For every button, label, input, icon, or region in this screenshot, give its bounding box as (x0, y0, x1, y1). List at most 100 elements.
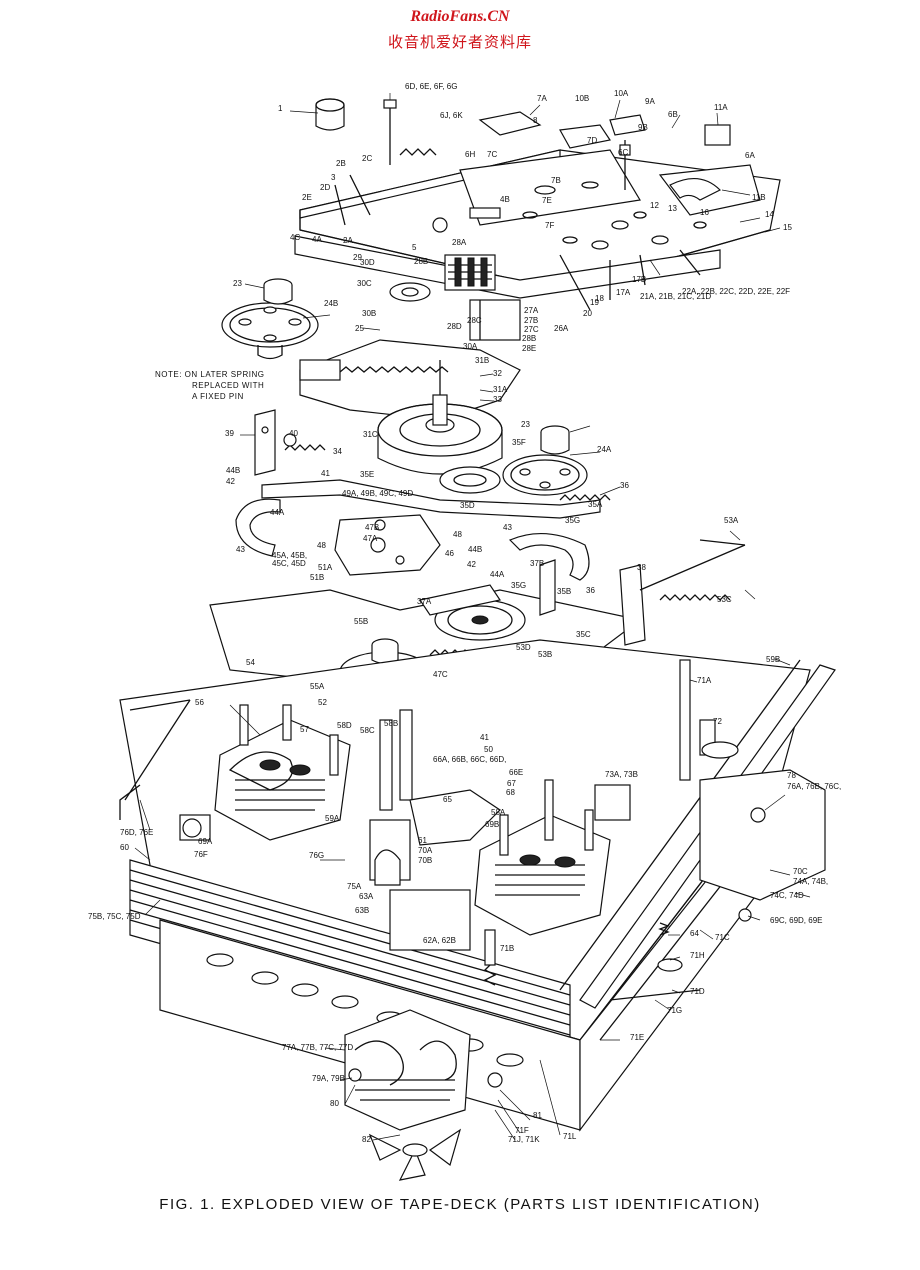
part-label: 82 (362, 1135, 371, 1144)
part-label: 5 (412, 243, 417, 252)
part-label: 48 (453, 530, 462, 539)
part-label: 2D (320, 183, 330, 192)
site-watermark: RadioFans.CN (410, 8, 510, 25)
part-label: 76F (194, 850, 208, 859)
note-line-1: NOTE: ON LATER SPRING (155, 370, 264, 379)
part-label: 21A, 21B, 21C, 21D (640, 292, 711, 301)
part-label: 43 (503, 523, 512, 532)
part-label: 53C (717, 595, 732, 604)
part-label: 26A (554, 324, 569, 333)
part-label: 12 (650, 201, 659, 210)
site-subtitle: 收音机爱好者资料库 (387, 34, 532, 51)
knob-1 (315, 98, 345, 131)
part-label: 35E (360, 470, 374, 479)
part-label: 38 (637, 563, 646, 572)
part-label: 41 (321, 469, 330, 478)
part-label: 44A (270, 508, 285, 517)
part-label: 24B (324, 299, 338, 308)
part-label: 47A (363, 534, 378, 543)
part-label: 31B (475, 356, 489, 365)
part-label: 71E (630, 1033, 644, 1042)
part-label: 42 (467, 560, 476, 569)
part-label: 58D (337, 721, 352, 730)
upper-small-parts (334, 99, 731, 233)
part-label: 4B (500, 195, 510, 204)
part-label: 71C (715, 933, 730, 942)
part-label: 10B (575, 94, 589, 103)
part-label: 49A, 49B, 49C, 49D (342, 489, 413, 498)
part-label: 74A, 74B, (793, 877, 828, 886)
linkage-plates (261, 479, 611, 576)
part-label: 59B (766, 655, 780, 664)
part-label: 11A (714, 103, 728, 112)
part-label: 7F (545, 221, 554, 230)
part-label: 35C (576, 630, 591, 639)
part-label: 66E (509, 768, 523, 777)
part-label: 55B (354, 617, 368, 626)
part-label: 71D (690, 987, 705, 996)
head-assembly (389, 254, 521, 341)
part-label: 72 (713, 717, 722, 726)
part-label: 28A (452, 238, 467, 247)
part-label: 74C, 74D (770, 891, 804, 900)
part-label: 37B (530, 559, 544, 568)
part-label: 7D (587, 136, 597, 145)
part-label: 35G (511, 581, 526, 590)
part-label: 31C (363, 430, 378, 439)
part-label: 30B (362, 309, 376, 318)
part-label: 14 (765, 210, 774, 219)
part-label: 54 (246, 658, 255, 667)
part-label: 30D (360, 258, 375, 267)
bracket-39 (254, 409, 326, 476)
part-label: 75A (347, 882, 362, 891)
part-label: 28D (447, 322, 462, 331)
centre-mechanism (369, 659, 739, 986)
part-label: 35D (460, 501, 475, 510)
part-label: 33 (493, 395, 502, 404)
part-label: 7E (542, 196, 552, 205)
part-label: 39 (225, 429, 234, 438)
part-label: 70C (793, 867, 808, 876)
part-label: 69C, 69D, 69E (770, 916, 822, 925)
part-label: 35A (588, 500, 603, 509)
part-label: 27A (524, 306, 539, 315)
part-label: 71J, 71K (508, 1135, 540, 1144)
part-label: 45C, 45D (272, 559, 306, 568)
part-label: 78 (787, 771, 796, 780)
part-label: 6D, 6E, 6F, 6G (405, 82, 457, 91)
left-clamp (119, 784, 211, 841)
part-label: 27B (524, 316, 538, 325)
part-label: 13 (668, 204, 677, 213)
part-label: 79A, 79B (312, 1074, 345, 1083)
part-label: 6H (465, 150, 475, 159)
part-label: 28E (522, 344, 536, 353)
part-label: 59A (325, 814, 340, 823)
part-label: 53A (724, 516, 739, 525)
part-label: 10A (614, 89, 629, 98)
part-label: 60 (120, 843, 129, 852)
part-label: 1 (278, 104, 283, 113)
part-label: 69A (198, 837, 213, 846)
part-label: 83 (0, 0, 9, 2)
part-label: 51A (318, 563, 333, 572)
part-label: 77A, 77B, 77C, 77D (282, 1043, 353, 1052)
part-label: 64 (690, 929, 699, 938)
part-label: 15 (783, 223, 792, 232)
part-label: 35F (512, 438, 526, 447)
part-label: 71A (697, 676, 712, 685)
part-label: 73A, 73B (605, 770, 638, 779)
part-label: 45A, 45B, (272, 551, 307, 560)
drawing-layer (119, 93, 836, 1181)
part-label: 8 (533, 116, 538, 125)
part-label: 76D, 76E (120, 828, 153, 837)
part-label: 25 (355, 324, 364, 333)
part-label: 9A (645, 97, 655, 106)
part-label: 6A (745, 151, 755, 160)
motor-right (474, 779, 611, 936)
part-label: 71L (563, 1132, 577, 1141)
part-label: 44B (226, 466, 240, 475)
part-label: 32 (493, 369, 502, 378)
part-label: 80 (330, 1099, 339, 1108)
part-label: 42 (226, 477, 235, 486)
